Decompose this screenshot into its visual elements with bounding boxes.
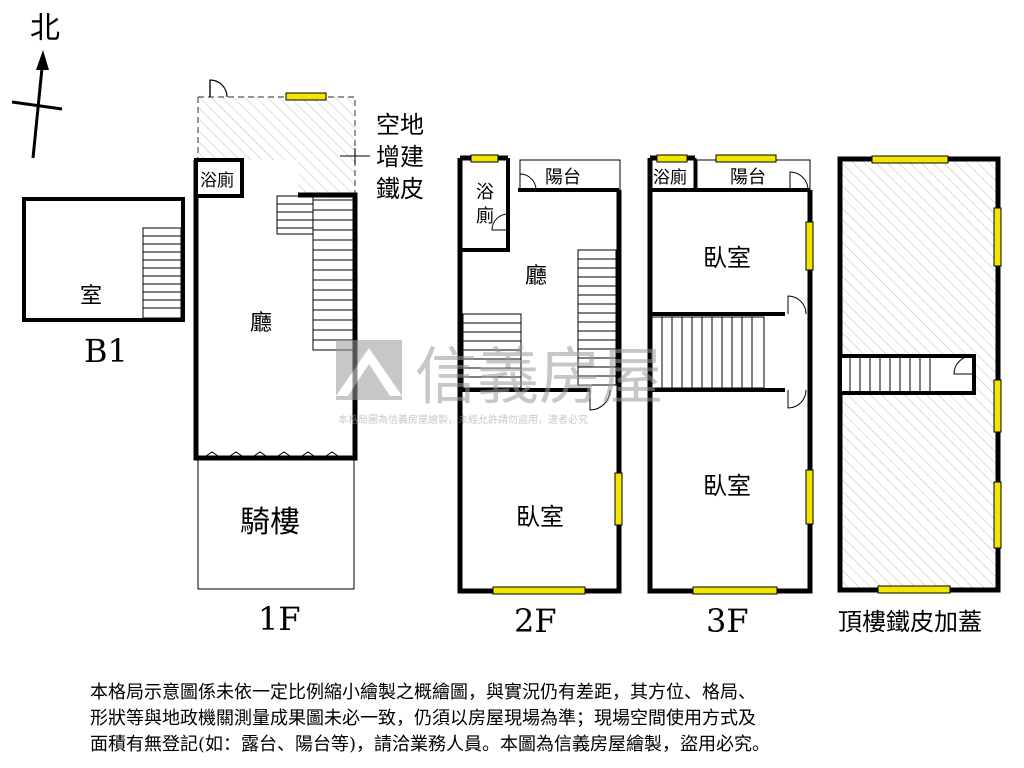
watermark: 信義房屋 本格局圖為信義房屋繪製，未經允許請勿盜用，違者必究 xyxy=(336,340,663,426)
north-arrow xyxy=(31,57,45,159)
disclaimer: 本格局示意圖係未依一定比例縮小繪製之概繪圖，與實況仍有差距，其方位、格局、 形狀… xyxy=(90,680,950,758)
2f-caption: 2F xyxy=(514,602,557,640)
roof-window-top xyxy=(871,155,949,164)
sinyi-logo-icon xyxy=(336,340,402,400)
watermark-notice: 本格局圖為信義房屋繪製，未經允許請勿盜用，違者必究 xyxy=(338,413,588,426)
1f-arcade xyxy=(197,459,355,590)
3f-stairs xyxy=(651,316,765,389)
b1-room-label: 室 xyxy=(80,284,102,309)
floor-roof: 頂樓鐵皮加蓋 xyxy=(837,155,1002,636)
1f-hall-label: 廳 xyxy=(250,311,272,336)
2f-hall-label: 廳 xyxy=(525,264,547,289)
3f-balcony-door xyxy=(789,171,809,191)
floor-2f: 陽台 浴 廁 廳 臥室 2F xyxy=(457,154,623,640)
3f-window-east-lower xyxy=(805,469,814,525)
2f-balcony-label: 陽台 xyxy=(545,167,581,188)
roof-stairs xyxy=(849,358,931,391)
roof-stair-box xyxy=(838,354,976,395)
roof-door xyxy=(953,355,973,375)
roof-window-east-2 xyxy=(993,379,1002,433)
b1-stairs xyxy=(142,227,182,319)
1f-annex-note-1: 空地 xyxy=(376,111,424,139)
3f-window-east-upper xyxy=(805,221,814,271)
1f-bathroom xyxy=(194,158,244,198)
1f-annex-door xyxy=(209,79,228,98)
2f-bathroom-label-1: 浴 xyxy=(476,182,494,203)
floor-1f: 浴廁 廳 騎樓 空地 增建 鐵皮 1F xyxy=(193,79,424,638)
floor-b1: 室 B1 xyxy=(22,197,185,370)
north-arrowhead-icon xyxy=(36,50,49,70)
compass-crossbar xyxy=(11,100,63,111)
compass-label: 北 xyxy=(30,11,60,46)
3f-bedroom2-label: 臥室 xyxy=(703,472,751,500)
2f-stairs xyxy=(462,249,617,389)
2f-bedroom-door xyxy=(589,389,611,411)
compass: 北 xyxy=(11,11,63,159)
1f-main-walls xyxy=(193,160,358,461)
disclaimer-line-2: 形狀等與地政機關測量成果圖未必一致，仍須以房屋現場為準；現場空間使用方式及 xyxy=(90,708,756,729)
b1-caption: B1 xyxy=(84,332,128,370)
1f-caption: 1F xyxy=(258,600,301,638)
3f-bedroom2-door xyxy=(787,389,807,409)
3f-outer-walls xyxy=(647,158,813,594)
2f-bathroom-walls xyxy=(460,158,510,252)
3f-balcony-label: 陽台 xyxy=(730,167,766,188)
2f-balcony-door xyxy=(519,173,537,191)
3f-bedroom1-label: 臥室 xyxy=(703,244,751,272)
1f-bathroom-label: 浴廁 xyxy=(200,170,234,191)
3f-window-bottom xyxy=(692,586,778,595)
2f-window-east xyxy=(614,472,623,526)
3f-caption: 3F xyxy=(706,602,749,640)
1f-stairs xyxy=(276,195,354,351)
floor-3f: 浴廁 陽台 臥室 臥室 3F xyxy=(647,154,814,640)
roof-window-east-3 xyxy=(993,481,1002,549)
3f-window-top xyxy=(715,154,777,163)
1f-annex-note-2: 增建 xyxy=(376,143,424,171)
1f-annex-note-3: 鐵皮 xyxy=(376,175,424,203)
b1-outline xyxy=(22,197,185,322)
2f-bedroom-label: 臥室 xyxy=(516,503,564,531)
disclaimer-line-1: 本格局示意圖係未依一定比例縮小繪製之概繪圖，與實況仍有差距，其方位、格局、 xyxy=(90,682,756,703)
roof-caption: 頂樓鐵皮加蓋 xyxy=(838,608,982,636)
1f-arcade-label: 騎樓 xyxy=(240,505,300,540)
3f-bedroom1-door xyxy=(787,295,807,315)
watermark-brand: 信義房屋 xyxy=(415,340,663,413)
roof-window-bottom xyxy=(877,585,951,594)
disclaimer-line-3: 面積有無登記(如：露台、陽台等)，請洽業務人員。本圖為信義房屋繪製，盜用必究。 xyxy=(90,734,771,755)
1f-annex-window xyxy=(285,92,327,101)
2f-bathroom-label-2: 廁 xyxy=(476,205,494,227)
2f-window-top xyxy=(470,154,499,163)
2f-window-bottom xyxy=(492,586,586,595)
3f-bathroom-label: 浴廁 xyxy=(653,167,687,188)
roof-window-east-1 xyxy=(993,207,1002,267)
3f-window-top-left xyxy=(656,154,688,163)
2f-bathroom-door xyxy=(491,213,509,231)
